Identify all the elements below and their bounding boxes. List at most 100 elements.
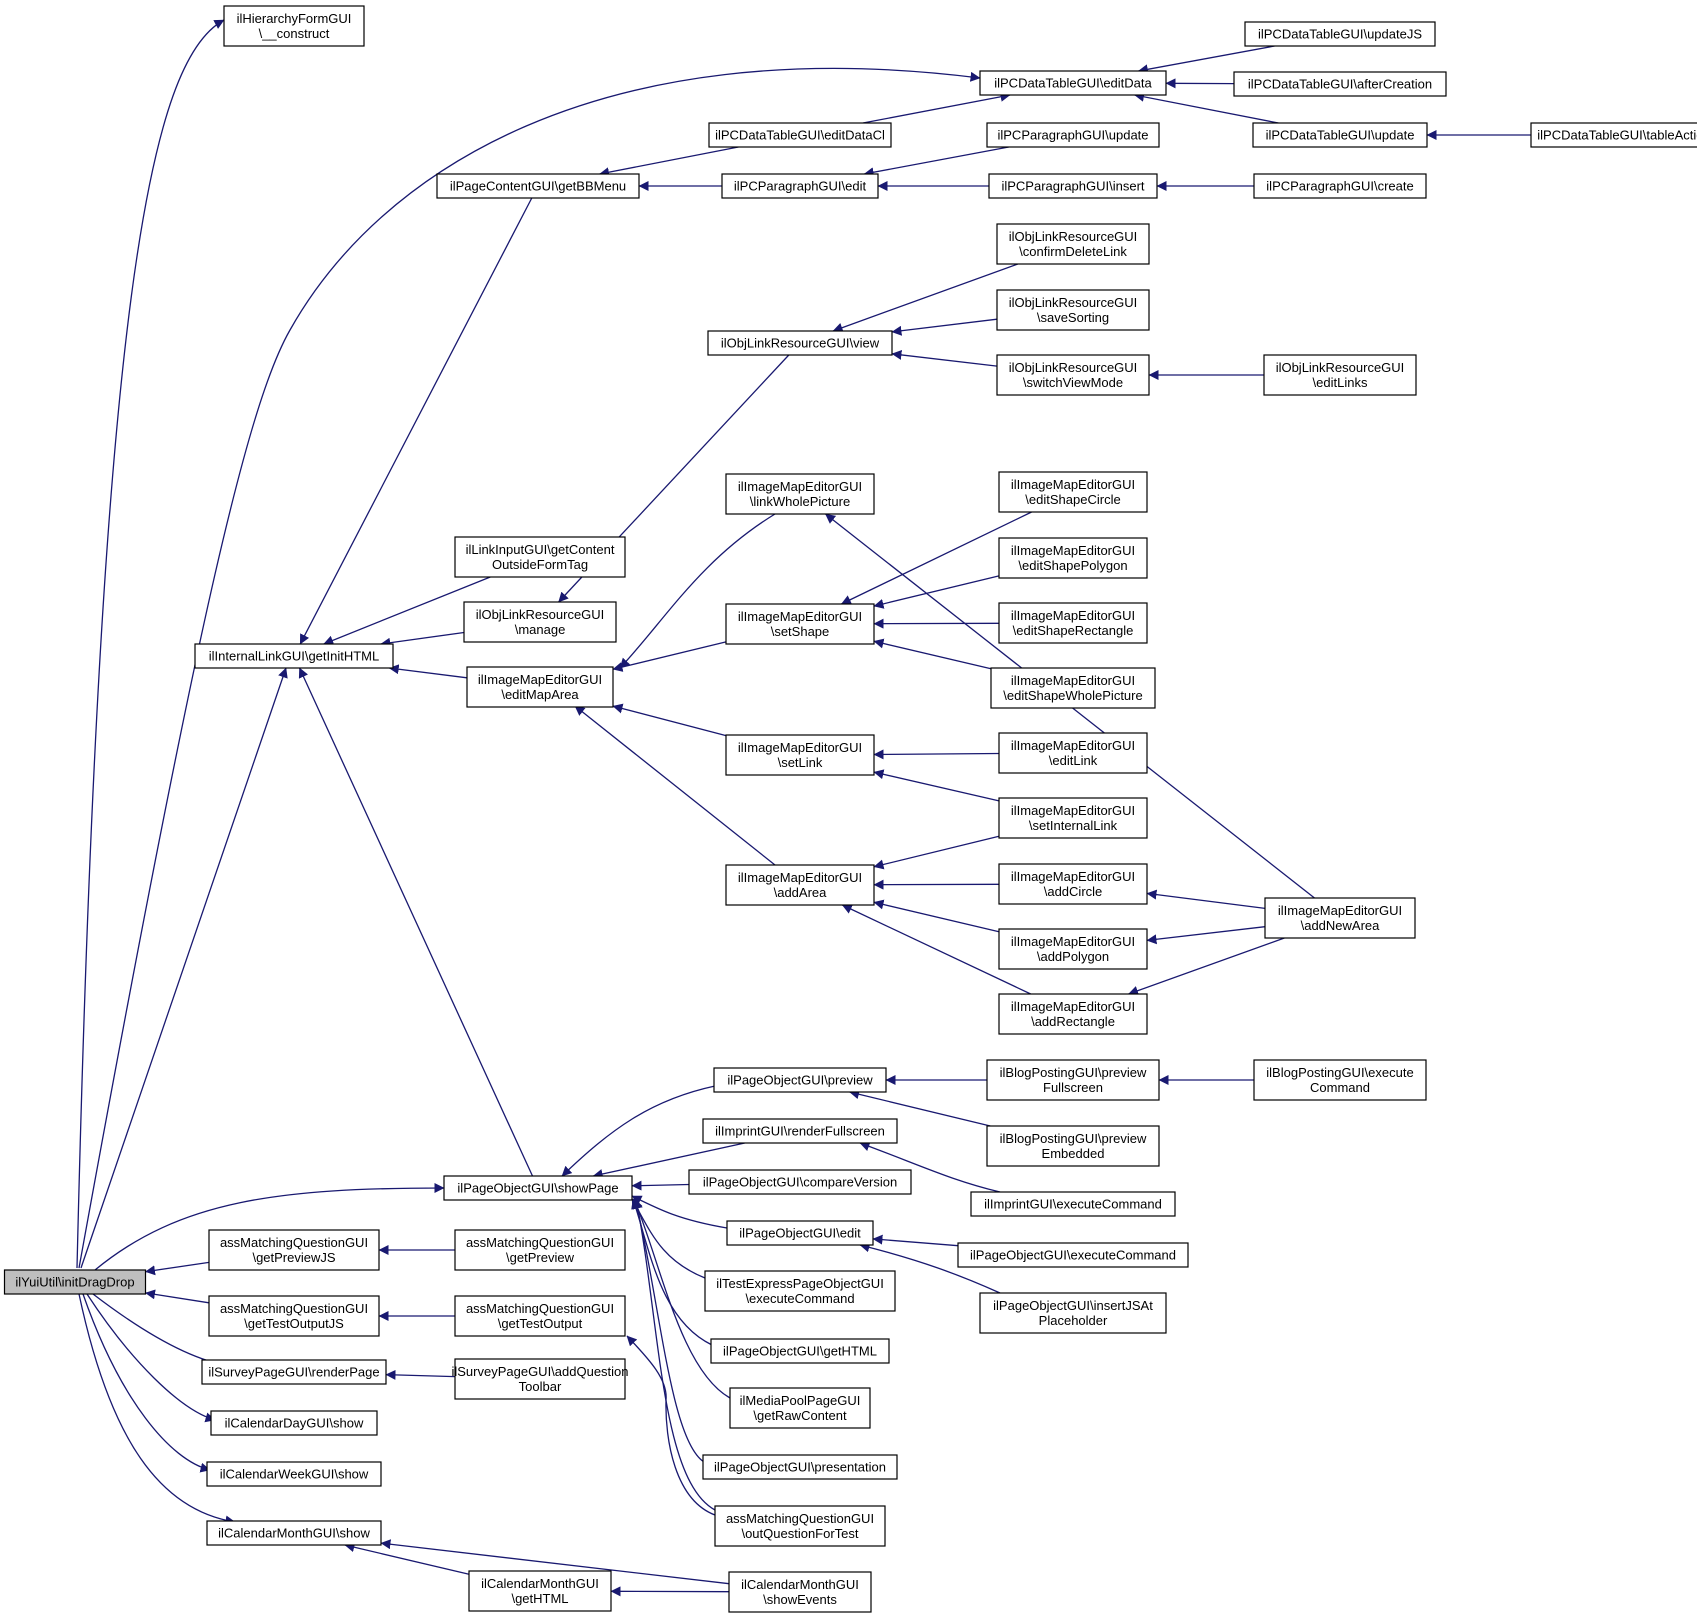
graph-node[interactable]: ilCalendarWeekGUI\show xyxy=(206,1461,382,1487)
graph-node[interactable]: ilImprintGUI\executeCommand xyxy=(970,1191,1176,1217)
graph-node[interactable]: ilImageMapEditorGUI\addPolygon xyxy=(998,928,1148,970)
graph-node[interactable]: ilPageObjectGUI\showPage xyxy=(443,1175,633,1201)
graph-node[interactable]: ilImprintGUI\renderFullscreen xyxy=(702,1118,898,1144)
graph-node[interactable]: ilImageMapEditorGUI\addArea xyxy=(725,864,875,906)
graph-node[interactable]: ilCalendarMonthGUI\getHTML xyxy=(468,1570,612,1612)
node-label: \addCircle xyxy=(1044,884,1103,899)
node-label: ilPageObjectGUI\getHTML xyxy=(723,1344,877,1359)
node-label: ilPCDataTableGUI\update xyxy=(1266,128,1415,143)
edge-n28-to-n4 xyxy=(561,1085,716,1177)
graph-node[interactable]: ilTestExpressPageObjectGUI\executeComman… xyxy=(704,1270,896,1312)
node-label: ilPageObjectGUI\presentation xyxy=(714,1460,886,1475)
edge-n10-to-n1 xyxy=(78,1293,236,1526)
node-label: \executeCommand xyxy=(745,1291,854,1306)
graph-node[interactable]: ilPCParagraphGUI\edit xyxy=(721,173,879,199)
node-box xyxy=(708,122,892,148)
graph-node[interactable]: ilPCDataTableGUI\editDataCl xyxy=(708,122,892,148)
graph-node[interactable]: ilPCParagraphGUI\create xyxy=(1253,173,1427,199)
edges-layer xyxy=(76,19,1531,1597)
node-box xyxy=(996,354,1150,396)
node-label: ilPageObjectGUI\executeCommand xyxy=(970,1248,1176,1263)
node-label: \manage xyxy=(515,622,566,637)
node-label: ilImageMapEditorGUI xyxy=(1011,608,1135,623)
graph-node[interactable]: ilPCDataTableGUI\editData xyxy=(979,70,1167,96)
graph-node[interactable]: assMatchingQuestionGUI\getTestOutput xyxy=(454,1295,626,1337)
graph-node[interactable]: ilPageObjectGUI\compareVersion xyxy=(688,1169,912,1195)
graph-node[interactable]: assMatchingQuestionGUI\getPreview xyxy=(454,1229,626,1271)
node-label: ilSurveyPageGUI\addQuestion xyxy=(451,1364,628,1379)
edge-n40-to-n22 xyxy=(863,146,1009,178)
graph-node[interactable]: ilPageContentGUI\getBBMenu xyxy=(436,173,640,199)
graph-node[interactable]: ilImageMapEditorGUI\editShapeWholePictur… xyxy=(990,667,1156,709)
graph-node[interactable]: ilPCDataTableGUI\afterCreation xyxy=(1233,71,1447,97)
graph-node[interactable]: ilPageObjectGUI\executeCommand xyxy=(957,1242,1189,1268)
graph-node[interactable]: ilBlogPostingGUI\executeCommand xyxy=(1253,1059,1427,1101)
graph-node[interactable]: ilImageMapEditorGUI\addCircle xyxy=(998,863,1148,905)
node-label: ilObjLinkResourceGUI xyxy=(1009,360,1138,375)
node-box xyxy=(1252,122,1428,148)
graph-node[interactable]: ilPCDataTableGUI\updateJS xyxy=(1244,21,1436,47)
graph-node[interactable]: ilPCParagraphGUI\insert xyxy=(988,173,1158,199)
graph-node[interactable]: ilImageMapEditorGUI\editLink xyxy=(998,732,1148,774)
graph-node[interactable]: ilCalendarDayGUI\show xyxy=(210,1410,378,1436)
graph-node[interactable]: ilImageMapEditorGUI\editShapeCircle xyxy=(998,471,1148,513)
edge-n50-to-n27 xyxy=(873,835,1000,870)
node-label: \addRectangle xyxy=(1031,1014,1115,1029)
graph-node[interactable]: ilObjLinkResourceGUI\saveSorting xyxy=(996,289,1150,331)
graph-node[interactable]: ilObjLinkResourceGUI\manage xyxy=(463,601,617,643)
graph-node[interactable]: ilInternalLinkGUI\getInitHTML xyxy=(194,643,394,669)
edge-n5-to-n1 xyxy=(145,1261,210,1276)
node-label: ilCalendarMonthGUI xyxy=(741,1577,859,1592)
graph-node[interactable]: ilCalendarMonthGUI\show xyxy=(206,1520,382,1546)
graph-node[interactable]: ilImageMapEditorGUI\setShape xyxy=(725,603,875,645)
graph-node[interactable]: ilImageMapEditorGUI\addRectangle xyxy=(998,993,1148,1035)
graph-node[interactable]: ilObjLinkResourceGUI\editLinks xyxy=(1263,354,1417,396)
graph-node[interactable]: ilImageMapEditorGUI\addNewArea xyxy=(1264,897,1416,939)
graph-node[interactable]: ilObjLinkResourceGUI\switchViewMode xyxy=(996,354,1150,396)
node-box xyxy=(725,473,875,515)
graph-node[interactable]: ilPageObjectGUI\preview xyxy=(713,1067,887,1093)
graph-node[interactable]: assMatchingQuestionGUI\getTestOutputJS xyxy=(208,1295,380,1337)
graph-node[interactable]: ilImageMapEditorGUI\editMapArea xyxy=(466,666,614,708)
graph-node[interactable]: ilPCParagraphGUI\update xyxy=(986,122,1160,148)
node-label: ilPCDataTableGUI\editData xyxy=(994,76,1152,91)
graph-node[interactable]: ilCalendarMonthGUI\showEvents xyxy=(728,1571,872,1613)
graph-node[interactable]: ilSurveyPageGUI\renderPage xyxy=(201,1359,387,1385)
graph-node[interactable]: ilImageMapEditorGUI\editShapePolygon xyxy=(998,537,1148,579)
graph-node[interactable]: ilObjLinkResourceGUI\confirmDeleteLink xyxy=(996,223,1150,265)
node-box xyxy=(725,864,875,906)
graph-node[interactable]: ilPageObjectGUI\edit xyxy=(726,1220,874,1246)
graph-node[interactable]: ilPageObjectGUI\presentation xyxy=(702,1454,898,1480)
graph-node[interactable]: ilImageMapEditorGUI\setLink xyxy=(725,734,875,776)
graph-node[interactable]: assMatchingQuestionGUI\getPreviewJS xyxy=(208,1229,380,1271)
node-label: OutsideFormTag xyxy=(492,557,588,572)
edge-n37-to-n11 xyxy=(1137,45,1275,75)
node-box xyxy=(454,1229,626,1271)
node-label: \setInternalLink xyxy=(1029,818,1118,833)
node-box xyxy=(208,1295,380,1337)
node-box xyxy=(998,471,1148,513)
node-label: ilPageObjectGUI\preview xyxy=(727,1073,873,1088)
node-box xyxy=(206,1461,382,1487)
graph-node[interactable]: ilHierarchyFormGUI\__construct xyxy=(223,5,365,47)
root-node[interactable]: ilYuiUtil\initDragDrop xyxy=(3,1269,147,1295)
node-box xyxy=(208,1229,380,1271)
graph-node[interactable]: ilImageMapEditorGUI\setInternalLink xyxy=(998,797,1148,839)
graph-node[interactable]: assMatchingQuestionGUI\outQuestionForTes… xyxy=(714,1505,886,1547)
graph-node[interactable]: ilImageMapEditorGUI\editShapeRectangle xyxy=(998,602,1148,644)
node-box xyxy=(998,732,1148,774)
graph-node[interactable]: ilPageObjectGUI\getHTML xyxy=(710,1338,890,1364)
node-label: \getHTML xyxy=(511,1591,568,1606)
node-label: \setShape xyxy=(771,624,830,639)
graph-node[interactable]: ilMediaPoolPageGUI\getRawContent xyxy=(729,1387,871,1429)
graph-node[interactable]: ilImageMapEditorGUI\linkWholePicture xyxy=(725,473,875,515)
graph-node[interactable]: ilObjLinkResourceGUI\view xyxy=(707,330,893,356)
node-label: ilImageMapEditorGUI xyxy=(738,740,862,755)
graph-node[interactable]: ilPCDataTableGUI\tableAction xyxy=(1530,122,1697,148)
graph-node[interactable]: ilPCDataTableGUI\update xyxy=(1252,122,1428,148)
